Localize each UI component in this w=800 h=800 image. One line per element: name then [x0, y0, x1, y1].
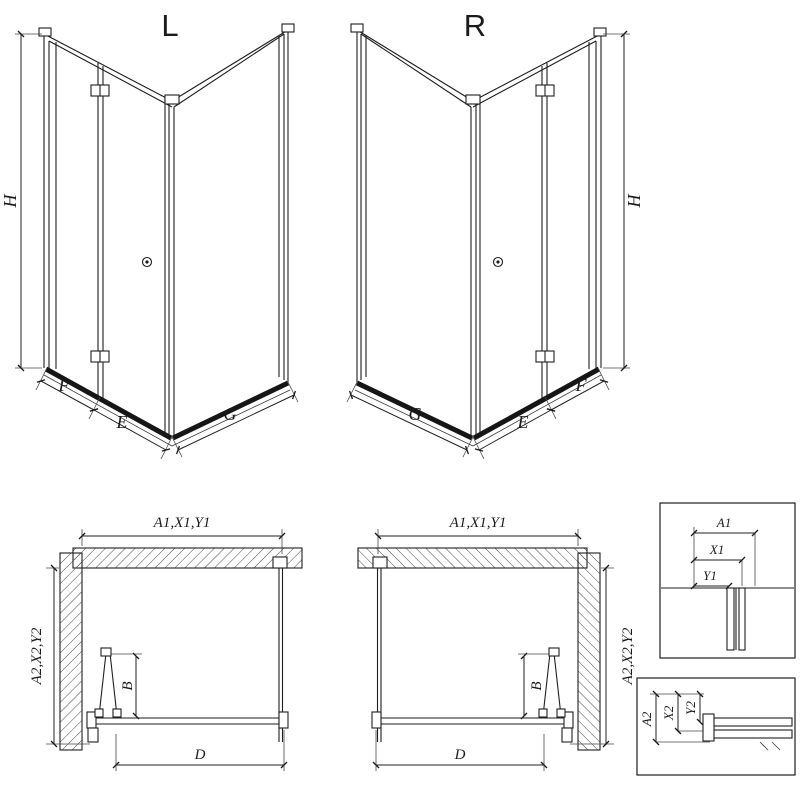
- axonometric-left: L H F E G: [0, 8, 299, 460]
- dim-label-g-left: G: [224, 404, 237, 424]
- door-hinge-top-icon: [90, 84, 110, 97]
- door-hinge-top-icon: [535, 84, 555, 97]
- dim-label-y1: Y1: [703, 568, 717, 583]
- dim-label-width-left: A1,X1,Y1: [153, 515, 211, 531]
- dim-label-e-right: E: [517, 412, 529, 432]
- glass-section: [738, 587, 746, 651]
- plan-right-linework: [357, 529, 614, 771]
- glass-wall-fitting-icon: [272, 556, 288, 569]
- floor-profile-section: [709, 729, 793, 739]
- dim-label-f-right: F: [575, 375, 588, 395]
- dim-label-b-right: B: [529, 681, 545, 690]
- corner-connector-icon: [164, 94, 180, 105]
- variant-label-right: R: [464, 8, 486, 43]
- door-hinge-bottom-icon: [90, 350, 110, 363]
- dim-label-h-right: H: [624, 194, 644, 209]
- dim-label-y2: Y2: [683, 701, 698, 715]
- detail-frame: [659, 502, 796, 659]
- dim-label-width-right: A1,X1,Y1: [449, 515, 507, 531]
- enclosure-left-linework: [38, 23, 295, 447]
- detail-width-profile: A1 X1 Y1: [659, 502, 796, 659]
- plan-left-linework: [59, 547, 303, 751]
- wall-hatch-side: [59, 552, 83, 751]
- dim-label-x1: X1: [709, 542, 724, 557]
- wall-profile-section: [726, 587, 735, 651]
- plan-left-dimensions: [46, 529, 288, 771]
- door-hinge-bottom-icon: [535, 350, 555, 363]
- dim-label-h-left: H: [0, 194, 20, 209]
- dim-label-a1: A1: [716, 515, 731, 530]
- detail-frame: [636, 677, 796, 776]
- axonometric-right: R H F E G: [346, 8, 644, 460]
- dim-label-depth-right: A2,X2,Y2: [620, 627, 636, 685]
- fold-hinge-icon: [100, 647, 112, 657]
- dim-label-g-right: G: [409, 404, 422, 424]
- door-knob-icon: [492, 256, 504, 268]
- enclosure-right-linework: [346, 23, 630, 460]
- variant-label-left: L: [161, 8, 178, 43]
- dim-label-depth-left: A2,X2,Y2: [29, 627, 45, 685]
- dimensions-left: [15, 30, 299, 460]
- floor-profile-section: [709, 717, 793, 727]
- wall-hatch-top: [72, 547, 303, 569]
- top-cap-left-icon: [38, 27, 52, 37]
- dim-label-x2: X2: [661, 705, 676, 721]
- door-knob-icon: [141, 256, 153, 268]
- dim-label-b-left: B: [120, 681, 136, 690]
- detail-depth-profile: A2 X2 Y2: [636, 677, 796, 776]
- plan-view-right: A1,X1,Y1 A2,X2,Y2 B D: [357, 515, 636, 771]
- pivot-block-icon: [87, 727, 99, 743]
- dim-label-d-left: D: [194, 747, 206, 763]
- dim-label-d-right: D: [454, 747, 466, 763]
- plan-view-left: A1,X1,Y1 A2,X2,Y2 B D: [29, 515, 303, 771]
- profile-cap-icon: [702, 713, 715, 742]
- dim-label-f-left: F: [58, 375, 71, 395]
- dim-label-a2: A2: [639, 711, 654, 727]
- top-cap-right-icon: [281, 23, 295, 33]
- dim-label-e-left: E: [116, 412, 128, 432]
